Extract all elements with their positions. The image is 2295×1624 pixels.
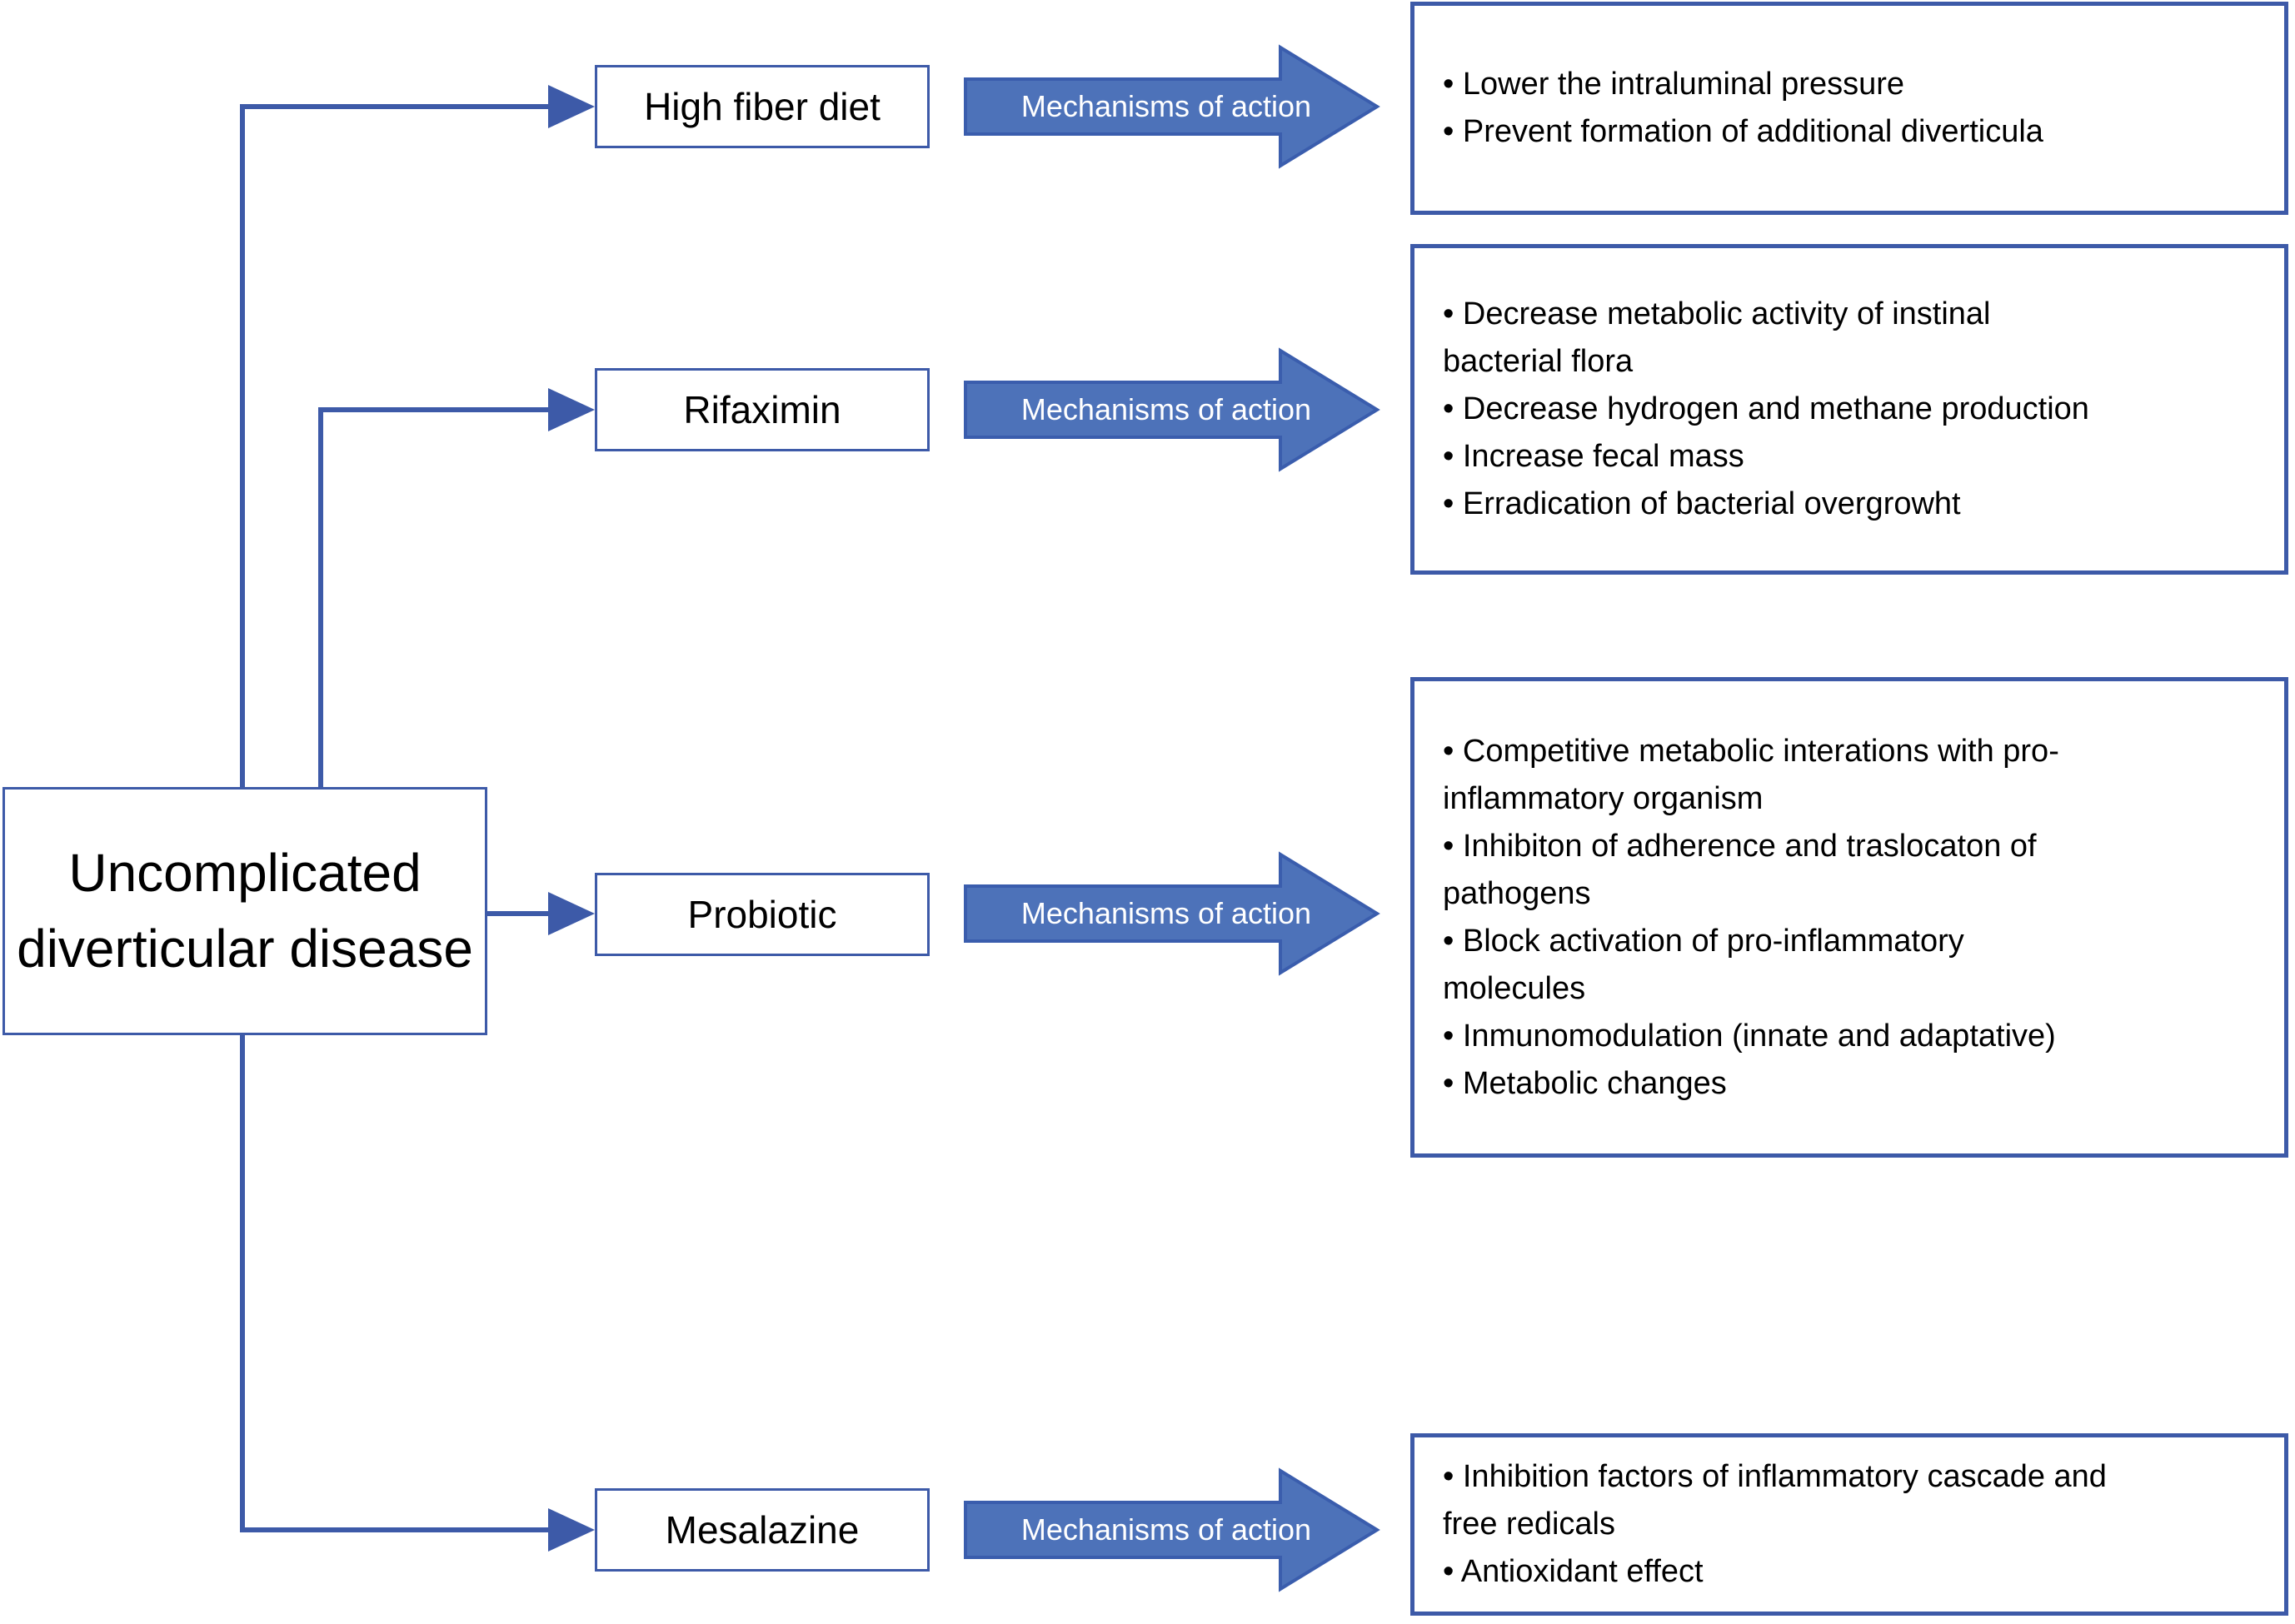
treatment-box-probiotic: Probiotic: [595, 873, 930, 956]
list-item: Decrease hydrogen and methane production: [1443, 386, 2089, 433]
mechanisms-arrow: Mechanisms of action: [964, 851, 1380, 976]
mechanisms-arrow-label: Mechanisms of action: [1020, 392, 1312, 426]
arrowhead-icon: [548, 892, 595, 935]
mechanisms-arrow: Mechanisms of action: [964, 1467, 1380, 1592]
mechanisms-list-high-fiber-diet: Lower the intraluminal pressure Prevent …: [1410, 2, 2288, 215]
list-item: Metabolic changes: [1443, 1060, 1727, 1108]
disease-box: Uncomplicated diverticular disease: [2, 787, 487, 1035]
connector-rifaximin-vertical-line: [318, 407, 323, 787]
mechanisms-arrow-label: Mechanisms of action: [1020, 1512, 1312, 1547]
arrowhead-icon: [548, 1508, 595, 1552]
list-item: Decrease metabolic activity of instinal …: [1443, 291, 1990, 386]
mechanisms-arrow: Mechanisms of action: [964, 347, 1380, 472]
list-item: Inmunomodulation (innate and adaptative): [1443, 1013, 2056, 1060]
connector-mesalazine-vertical-line: [240, 1035, 245, 1530]
mechanisms-list-mesalazine: Inhibition factors of inflammatory casca…: [1410, 1433, 2288, 1616]
list-item: Inhibiton of adherence and traslocaton o…: [1443, 823, 2037, 918]
mechanisms-list-rifaximin: Decrease metabolic activity of instinal …: [1410, 244, 2288, 575]
list-item: Increase fecal mass: [1443, 433, 1744, 481]
block-arrow-icon: [964, 347, 1380, 472]
connector-probiotic-horizontal-line: [486, 911, 551, 916]
list-item: Lower the intraluminal pressure: [1443, 61, 1904, 108]
treatment-label: Rifaximin: [683, 388, 841, 431]
arrowhead-icon: [548, 388, 595, 431]
mechanisms-list-probiotic: Competitive metabolic interations with p…: [1410, 677, 2288, 1158]
block-arrow-icon: [964, 44, 1380, 169]
connector-mesalazine-horizontal-line: [240, 1527, 551, 1532]
block-arrow-icon: [964, 1467, 1380, 1592]
list-item: Competitive metabolic interations with p…: [1443, 728, 2059, 823]
connector-high-fiber-horizontal-line: [240, 104, 551, 109]
connector-high-fiber-vertical-line: [240, 104, 245, 787]
list-item: Block activation of pro-inflammatory mol…: [1443, 918, 1964, 1013]
list-item: Antioxidant effect: [1443, 1548, 1704, 1596]
disease-box-label: Uncomplicated diverticular disease: [17, 843, 473, 979]
treatment-label: Mesalazine: [665, 1508, 860, 1552]
arrowhead-icon: [548, 85, 595, 128]
treatment-label: High fiber diet: [644, 85, 881, 128]
list-item: Prevent formation of additional divertic…: [1443, 108, 2043, 156]
list-item: Erradication of bacterial overgrowht: [1443, 481, 1961, 528]
mechanisms-arrow-label: Mechanisms of action: [1020, 896, 1312, 930]
treatment-box-rifaximin: Rifaximin: [595, 368, 930, 451]
block-arrow-icon: [964, 851, 1380, 976]
list-item: Inhibition factors of inflammatory casca…: [1443, 1453, 2107, 1548]
mechanisms-arrow-label: Mechanisms of action: [1020, 89, 1312, 123]
treatment-label: Probiotic: [687, 893, 837, 936]
mechanisms-arrow: Mechanisms of action: [964, 44, 1380, 169]
treatment-box-mesalazine: Mesalazine: [595, 1488, 930, 1572]
connector-rifaximin-horizontal-line: [318, 407, 551, 412]
treatment-box-high-fiber-diet: High fiber diet: [595, 65, 930, 148]
